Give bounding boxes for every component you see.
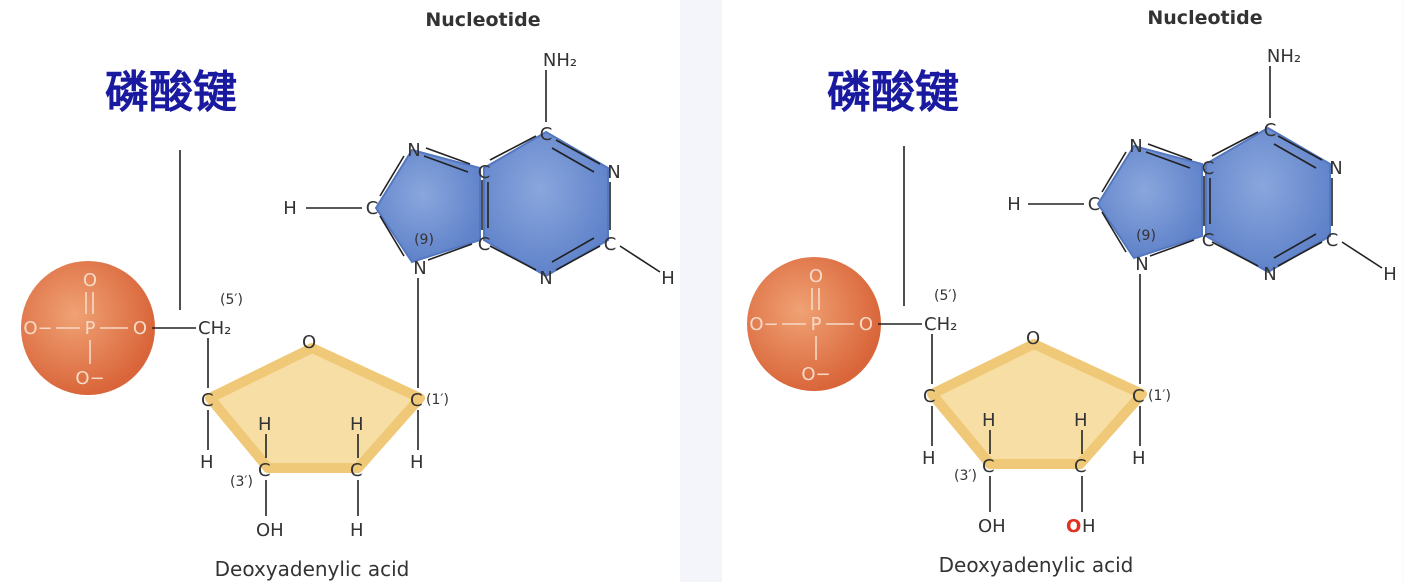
c4-label: C <box>201 390 214 411</box>
base-h8: H <box>1007 194 1021 215</box>
ring-oxygen: O <box>1026 328 1040 349</box>
pos9-label: (9) <box>1136 228 1156 244</box>
c3-label: C <box>982 456 995 477</box>
c2-h-top: H <box>1074 410 1088 431</box>
nh2-label: NH₂ <box>543 50 577 71</box>
nucleotide-label: Nucleotide <box>1147 7 1262 29</box>
phosphate-group <box>21 261 155 395</box>
base-six-ring <box>483 130 609 278</box>
base-h2: H <box>661 268 675 289</box>
base-n9: N <box>413 258 426 279</box>
phosphate-o-bottom: O− <box>801 364 830 385</box>
panel-divider <box>680 0 722 582</box>
base-c4: C <box>478 234 491 255</box>
c1-h: H <box>1132 448 1146 469</box>
phosphate-o-right: O <box>133 318 147 339</box>
phosphate-o-right: O <box>859 314 873 335</box>
base-six-ring <box>1205 126 1331 274</box>
ring-oxygen: O <box>302 332 316 353</box>
base-n3: N <box>1263 264 1276 285</box>
c3-oh: OH <box>978 516 1006 537</box>
caption: Deoxyadenylic acid <box>215 557 410 581</box>
c2-label: C <box>350 460 363 481</box>
c3-h: H <box>982 410 996 431</box>
c1-h: H <box>410 452 424 473</box>
phosphate-group <box>747 257 881 391</box>
base-n1: N <box>1329 158 1342 179</box>
ch2-label: CH₂ <box>198 318 231 339</box>
ch2-label: CH₂ <box>924 314 957 335</box>
base-c8: C <box>1088 194 1101 215</box>
base-c5: C <box>1202 158 1215 179</box>
panel-left: 磷酸键 Nucleotide O O− P O O− <box>0 0 680 582</box>
base-n9: N <box>1135 254 1148 275</box>
c2-h-bottom: H <box>350 520 364 541</box>
phosphate-o-left: O− <box>23 318 52 339</box>
nucleotide-label: Nucleotide <box>425 9 540 31</box>
phosphate-o-bottom: O− <box>75 368 104 389</box>
c3-h: H <box>258 414 272 435</box>
pos5-label: (5′) <box>934 288 957 304</box>
c4-h: H <box>922 448 936 469</box>
base-c2: C <box>604 234 617 255</box>
nucleotide-diagram: Nucleotide O O− P O O− (5′) CH₂ O C H H … <box>747 7 1397 577</box>
sugar-ring <box>205 343 425 473</box>
base-c8: C <box>366 198 379 219</box>
pos3-label: (3′) <box>954 468 977 484</box>
c4-label: C <box>923 386 936 407</box>
base-five-ring <box>374 148 481 264</box>
c1-label: C <box>410 390 423 411</box>
pos1-label: (1′) <box>1148 388 1171 404</box>
phosphate-p: P <box>811 314 822 335</box>
base-h8: H <box>283 198 297 219</box>
pos9-label: (9) <box>414 232 434 248</box>
base-five-ring <box>1096 144 1203 260</box>
c2-label: C <box>1074 456 1087 477</box>
base-h2: H <box>1383 264 1397 285</box>
base-c6: C <box>540 124 553 145</box>
phosphate-p: P <box>85 318 96 339</box>
chinese-title: 磷酸键 <box>105 67 237 118</box>
c1-label: C <box>1132 386 1145 407</box>
panel-right: 磷酸键 Nucleotide O O− P O O− <box>722 0 1402 582</box>
caption: Deoxyadenylic acid <box>939 553 1134 577</box>
base-n3: N <box>539 268 552 289</box>
base-n1: N <box>607 162 620 183</box>
chinese-title: 磷酸键 <box>827 67 959 118</box>
nucleotide-diagram: Nucleotide O O− P O O− (5′) CH₂ O C H H … <box>21 9 675 581</box>
base-c4: C <box>1202 230 1215 251</box>
c4-h: H <box>200 452 214 473</box>
base-n7: N <box>1129 136 1142 157</box>
c2-h-top: H <box>350 414 364 435</box>
base-n7: N <box>407 140 420 161</box>
phosphate-o-left: O− <box>749 314 778 335</box>
pos5-label: (5′) <box>220 292 243 308</box>
sugar-ring <box>927 339 1147 469</box>
base-c6: C <box>1264 120 1277 141</box>
c3-oh: OH <box>256 520 284 541</box>
phosphate-o-top: O <box>809 266 823 287</box>
c2-oh-h: H <box>1082 516 1096 537</box>
base-c2: C <box>1326 230 1339 251</box>
pos3-label: (3′) <box>230 474 253 490</box>
base-c5: C <box>478 162 491 183</box>
c3-label: C <box>258 460 271 481</box>
added-oxygen: O <box>1066 516 1081 537</box>
phosphate-o-top: O <box>83 270 97 291</box>
pos1-label: (1′) <box>426 392 449 408</box>
nh2-label: NH₂ <box>1267 46 1301 67</box>
